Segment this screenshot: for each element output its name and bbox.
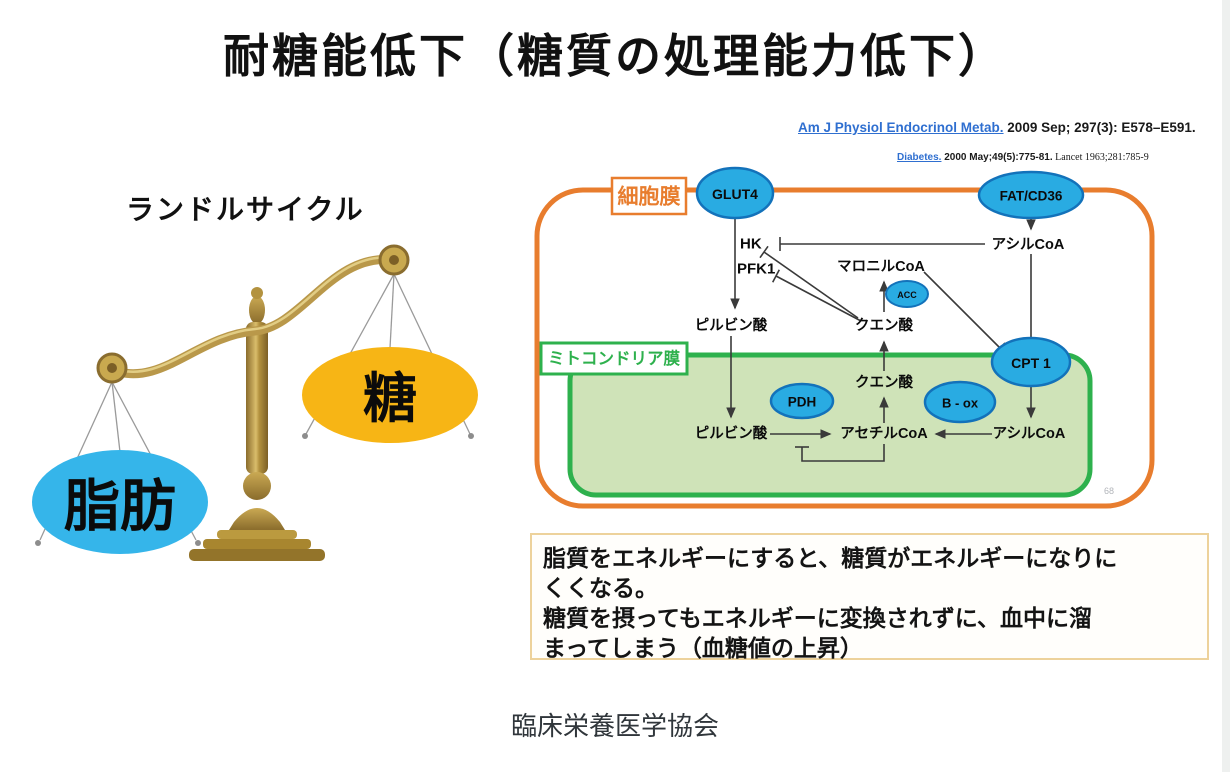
scale-base-step <box>189 549 325 561</box>
citation-journal-link[interactable]: Am J Physiol Endocrinol Metab. <box>798 120 1004 135</box>
hk-label: HK <box>740 236 762 253</box>
beta-oxidation-label: B - ox <box>942 396 979 411</box>
inhibit-acetyl-pdh <box>801 444 885 462</box>
balance-scale: 脂肪 糖 <box>32 244 478 561</box>
cell-membrane-tag: 細胞膜 <box>618 185 681 209</box>
acc-node <box>885 280 929 308</box>
scale-base-step <box>203 539 311 549</box>
sugar-pan-label: 糖 <box>363 369 417 429</box>
citation-lancet: Lancet 1963;281:785-9 <box>1052 152 1149 163</box>
chain-link <box>111 381 121 453</box>
pan-hook <box>302 433 308 439</box>
scale-finial <box>249 296 265 324</box>
glut4-label: GLUT4 <box>712 186 758 202</box>
inhibit-citrate-pfk1 <box>775 275 862 322</box>
inhibit-tbar <box>771 269 781 283</box>
citation-diabetes-detail: 2000 May;49(5):775-81. <box>941 152 1053 163</box>
scale-finial-knob <box>251 287 263 299</box>
pan-hook <box>468 433 474 439</box>
scale-pillar <box>246 322 268 474</box>
fatcd36-node <box>977 170 1085 220</box>
citation-detail: 2009 Sep; 297(3): E578–E591. <box>1003 120 1196 135</box>
mito-membrane-tag-box <box>539 341 689 376</box>
pathway-arrows <box>726 218 1036 462</box>
acyl-coa-inner-label: アシルCoA <box>993 426 1066 442</box>
pan-hook <box>195 540 201 546</box>
screenshot-edge-strip <box>1222 0 1230 772</box>
scale-beam-highlight <box>110 256 396 374</box>
fat-pan-ellipse <box>32 450 208 554</box>
randle-pathway-diagram: 細胞膜 ミトコンドリア膜 GLUT4 FAT/CD36 CPT 1 PDH B … <box>534 166 1155 509</box>
glut4-node <box>695 166 775 220</box>
source-page-number: 68 <box>1104 486 1115 496</box>
metabolite-labels: HK PFK1 マロニルCoA アシルCoA ピルビン酸 クエン酸 クエン酸 ピ… <box>695 236 1066 443</box>
acetyl-coa-label: アセチルCoA <box>840 425 928 442</box>
sugar-pan-ellipse <box>302 347 478 443</box>
fatcd36-label: FAT/CD36 <box>1000 189 1063 204</box>
cpt1-label: CPT 1 <box>1011 355 1051 371</box>
pan-hook <box>35 540 41 546</box>
pdh-label: PDH <box>788 395 817 410</box>
chain-link <box>389 273 395 349</box>
cell-membrane-outline <box>534 187 1155 509</box>
acc-label: ACC <box>897 290 917 300</box>
citrate-top-label: クエン酸 <box>855 316 913 334</box>
inhibit-tbar <box>759 245 769 259</box>
scale-bell <box>229 508 285 530</box>
randle-cycle-heading: ランドルサイクル <box>126 194 365 225</box>
citation-diabetes-link[interactable]: Diabetes. <box>897 152 942 163</box>
acyl-coa-top-label: アシルCoA <box>992 237 1065 253</box>
beta-oxidation-node <box>923 380 997 424</box>
scale-ball <box>243 472 271 500</box>
cpt1-node <box>990 336 1072 388</box>
scale-rosette-right-center <box>389 255 399 265</box>
scale-beam <box>107 255 399 379</box>
pathway-nodes: GLUT4 FAT/CD36 CPT 1 PDH B - ox ACC <box>695 166 1085 424</box>
pfk1-label: PFK1 <box>737 261 775 278</box>
mito-membrane-tag: ミトコンドリア膜 <box>548 349 681 368</box>
inhibit-citrate-hk <box>763 251 859 319</box>
citation-line-1: Am J Physiol Endocrinol Metab. 2009 Sep;… <box>798 120 1196 135</box>
cell-membrane-tag-box <box>610 176 688 216</box>
scale-rosette-left-center <box>107 363 117 373</box>
citation-line-2: Diabetes. 2000 May;49(5):775-81. Lancet … <box>897 152 1149 163</box>
pyruvate-inner-label: ピルビン酸 <box>695 424 768 442</box>
slide-title: 耐糖能低下（糖質の処理能力低下） <box>223 30 1007 82</box>
scale-base-step <box>217 530 297 539</box>
pyruvate-top-label: ピルビン酸 <box>695 316 768 334</box>
pdh-node <box>769 382 835 420</box>
summary-note-box: 脂質をエネルギーにすると、糖質がエネルギーになりに くくなる。 糖質を摂ってもエ… <box>530 533 1209 661</box>
citrate-inner-label: クエン酸 <box>855 373 913 391</box>
inhibit-malonyl-cpt1 <box>923 271 1001 349</box>
malonyl-coa-label: マロニルCoA <box>837 259 925 275</box>
organization-footer: 臨床栄養医学協会 <box>510 711 719 741</box>
fat-pan-label: 脂肪 <box>64 475 176 538</box>
